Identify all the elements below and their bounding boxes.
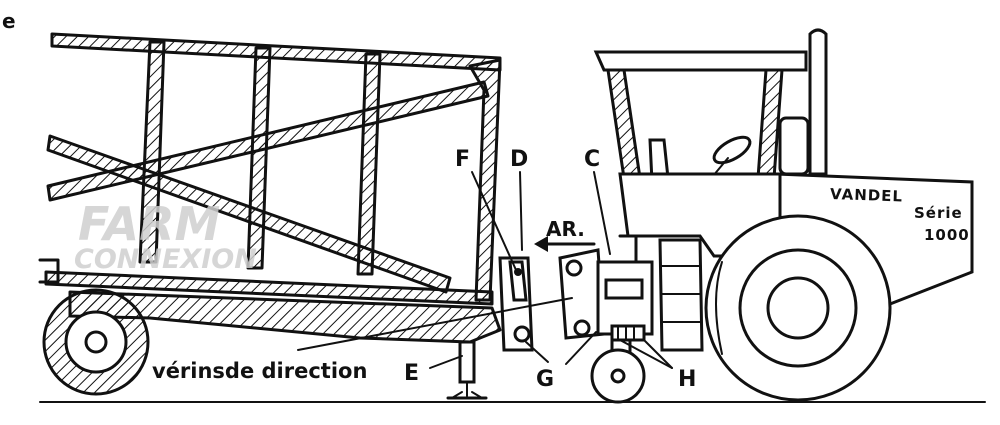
trailer-wheel — [42, 288, 150, 396]
support-leg — [446, 340, 488, 400]
tractor-brand: VANDEL — [830, 185, 904, 206]
cylinders-label: vérinsde direction — [152, 359, 367, 383]
trailer-top-rail — [50, 32, 502, 72]
watermark-line1: FARM — [78, 197, 220, 251]
cab-pillar-rear — [606, 68, 642, 180]
coupling-plate — [498, 256, 534, 352]
leader-lines — [297, 171, 673, 369]
arrow-label: AR. — [546, 217, 585, 241]
label-F: F — [455, 147, 470, 172]
watermark-line2: CONNEXION — [74, 244, 257, 275]
trailer-post-2 — [246, 46, 272, 270]
exhaust-stack — [808, 28, 828, 176]
label-E: E — [404, 361, 419, 386]
direction-arrow — [534, 236, 596, 252]
tractor-series: Série — [914, 204, 963, 222]
label-C: C — [584, 147, 600, 172]
tractor-rear-wheel — [704, 214, 892, 402]
label-G: G — [536, 367, 554, 392]
cab-roof — [593, 50, 808, 72]
trailer-tab — [38, 258, 60, 284]
trailer — [38, 32, 502, 344]
corner-mark: e — [2, 9, 16, 33]
label-D: D — [510, 147, 528, 172]
tractor-series-number: 1000 — [924, 226, 970, 244]
trailer-post-1 — [138, 40, 166, 264]
caster-wheel — [590, 338, 646, 404]
hitch-assembly — [558, 248, 654, 342]
cab-pillar-front — [756, 68, 784, 180]
trailer-post-3 — [356, 52, 382, 276]
label-H: H — [678, 367, 696, 392]
trailer-floor-rail — [44, 270, 494, 306]
